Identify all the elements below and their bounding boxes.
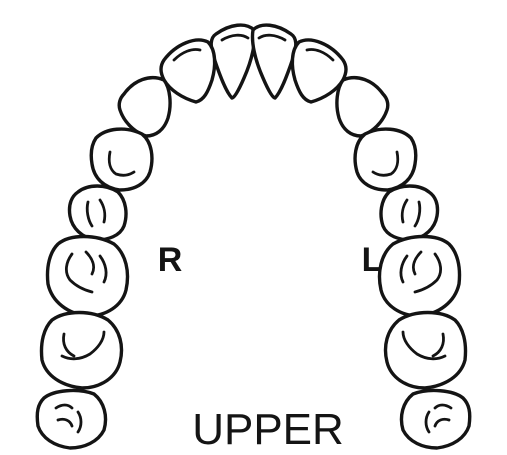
tooth-right-canine (119, 78, 170, 136)
tooth-right-first-premolar (91, 129, 152, 190)
tooth-right-central-incisor (211, 25, 254, 98)
tooth-right-first-molar (47, 237, 127, 317)
label-upper-arch: UPPER (192, 405, 344, 454)
tooth-left-second-premolar (381, 186, 438, 240)
label-right-side: R (158, 241, 183, 279)
tooth-left-third-molar (401, 391, 469, 448)
tooth-left-second-molar (386, 313, 466, 389)
tooth-left-canine (337, 78, 388, 136)
tooth-right-second-molar (41, 313, 121, 389)
tooth-right-second-premolar (69, 186, 126, 240)
tooth-left-first-premolar (355, 129, 416, 190)
tooth-left-first-molar (380, 237, 460, 317)
label-left-side: L (362, 241, 383, 279)
tooth-right-third-molar (37, 391, 105, 448)
tooth-left-central-incisor (252, 25, 295, 98)
